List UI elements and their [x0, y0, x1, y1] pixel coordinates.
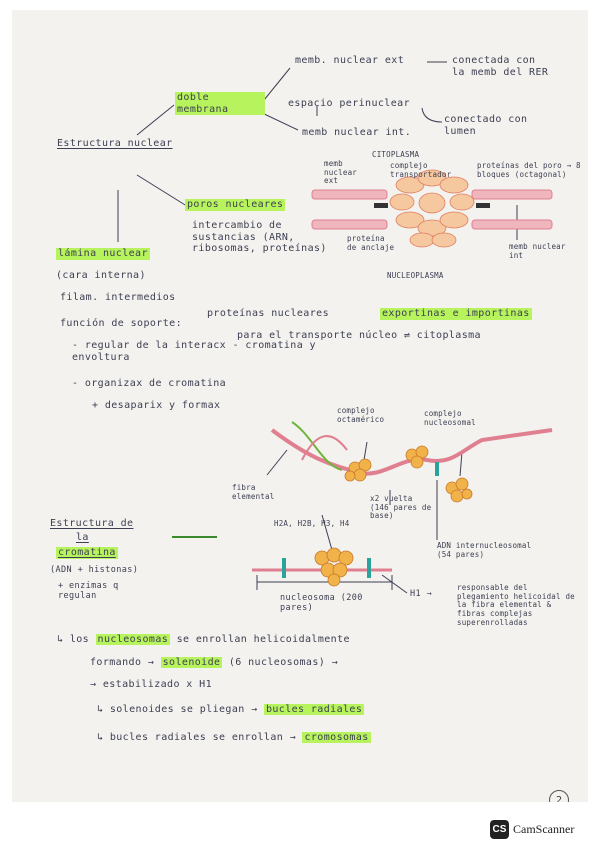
highlight-exportinas: exportinas e importinas	[380, 308, 532, 320]
summary-line-3: → estabilizado x H1	[90, 679, 212, 690]
camscanner-brand-text: CamScanner	[513, 822, 575, 836]
line-to-poros	[136, 174, 191, 209]
summary-line-2: formando → solenoide (6 nucleosomas) →	[90, 657, 338, 669]
label-desaparix: + desaparix y formax	[92, 400, 221, 411]
heading-estructura-nuclear: Estructura nuclear	[57, 138, 173, 149]
camscanner-watermark: CS CamScanner	[490, 820, 574, 839]
label-h1: H1 →	[410, 589, 433, 599]
summary-line-5-highlight: cromosomas	[302, 732, 371, 743]
label-nucleosoma: nucleosoma (200 pares)	[280, 593, 363, 613]
label-histonas: H2A, H2B, H3, H4	[274, 519, 350, 528]
label-organizax: - organizax de cromatina	[72, 378, 227, 389]
label-nucleoplasma: NUCLEOPLASMA	[387, 271, 444, 280]
label-enzimas: + enzimas q regulan	[58, 581, 119, 601]
label-espacio-perinuclear: espacio perinuclear	[288, 98, 410, 109]
summary-line-2-b: (6 nucleosomas) →	[228, 657, 339, 668]
arrow-fibra	[266, 449, 288, 476]
label-proteinas-poro: proteínas del poro → 8 bloques (octagona…	[477, 161, 581, 179]
label-adn-histonas: (ADN + histonas)	[50, 565, 139, 575]
heading-estructura-cromatina-3: cromatina	[56, 547, 118, 559]
summary-line-2-a: formando →	[90, 657, 155, 668]
label-regular-interacx: - regular de la interacx - cromatina y e…	[72, 340, 316, 363]
arrow-complejo-oct	[363, 441, 368, 461]
camscanner-logo-icon: CS	[490, 820, 509, 839]
label-complejo-transportador: complejo transportador	[390, 161, 452, 179]
heading-lamina-nuclear: lámina nuclear	[56, 248, 150, 260]
label-memb-nuclear-ext: memb nuclear ext	[324, 159, 358, 186]
branch-up	[259, 67, 291, 106]
arrow-complejo-nuc	[459, 451, 463, 477]
label-complejo-nucleosomal: complejo nucleosomal	[424, 409, 476, 427]
page-number: 2	[549, 790, 569, 802]
label-citoplasma: CITOPLASMA	[372, 150, 420, 159]
nucleosome-diagram	[252, 547, 392, 587]
label-responsable: responsable del plegamiento helicoidal d…	[457, 583, 575, 627]
branch-down	[259, 111, 299, 131]
arrow-histonas	[321, 514, 333, 551]
label-complejo-octamerico: complejo octamérico	[337, 406, 385, 424]
label-memb-nuclear-int: memb nuclear int	[509, 242, 566, 260]
line-to-doble	[136, 104, 175, 136]
summary-line-5: ↳ bucles radiales se enrollan → cromosom…	[97, 732, 371, 744]
scanned-page: Estructura nuclear doble membrana memb. …	[12, 10, 588, 802]
label-memb-ext: memb. nuclear ext	[295, 55, 405, 66]
label-funcion-soporte: función de soporte:	[60, 318, 182, 329]
summary-line-5-a: ↳ bucles radiales se enrollan →	[97, 732, 297, 743]
summary-line-1: ↳ los nucleosomas se enrollan helicoidal…	[57, 634, 350, 646]
summary-line-2-highlight: solenoide	[160, 657, 223, 668]
heading-poros-nucleares: poros nucleares	[185, 199, 286, 211]
summary-line-1-b: se enrollan helicoidalmente	[176, 634, 350, 645]
label-conectada: conectada con la memb del RER	[452, 55, 549, 78]
summary-line-4-a: ↳ solenoides se pliegan →	[97, 704, 258, 715]
label-x2-vuelta: x2 vuelta (146 pares de base)	[370, 494, 432, 521]
summary-line-1-highlight: nucleosomas	[95, 634, 171, 645]
label-adn-internucleosomal: ADN internucleosomal (54 pares)	[437, 541, 532, 559]
heading-estructura-cromatina-2: la	[76, 532, 89, 543]
label-filam-intermedios: filam. intermedios	[60, 292, 176, 303]
summary-line-4: ↳ solenoides se pliegan → bucles radiale…	[97, 704, 365, 716]
label-proteina-anclaje: proteína de anclaje	[347, 234, 395, 252]
summary-line-4-highlight: bucles radiales	[263, 704, 365, 715]
chromatin-diagram	[270, 421, 553, 503]
summary-line-1-a: ↳ los	[57, 634, 90, 645]
label-conectado-lumen: conectado con lumen	[444, 114, 528, 137]
heading-doble-membrana: doble membrana	[175, 92, 265, 115]
arrow-h1	[381, 574, 408, 594]
diagram-layer	[117, 61, 553, 594]
hook-conectado	[421, 107, 443, 123]
nuclear-pore-diagram	[311, 169, 553, 248]
bracket-nucleosoma	[256, 575, 393, 590]
label-intercambio: intercambio de sustancias (ARN, ribosoma…	[192, 220, 327, 254]
label-para-transporte: para el transporte núcleo ⇌ citoplasma	[237, 330, 481, 341]
heading-estructura-cromatina-1: Estructura de	[50, 518, 134, 529]
label-fibra-elemental: fibra elemental	[232, 483, 275, 501]
label-proteinas-nucleares: proteínas nucleares	[207, 308, 329, 319]
label-memb-int: memb nuclear int.	[302, 127, 412, 138]
label-cara-interna: (cara interna)	[56, 270, 146, 281]
